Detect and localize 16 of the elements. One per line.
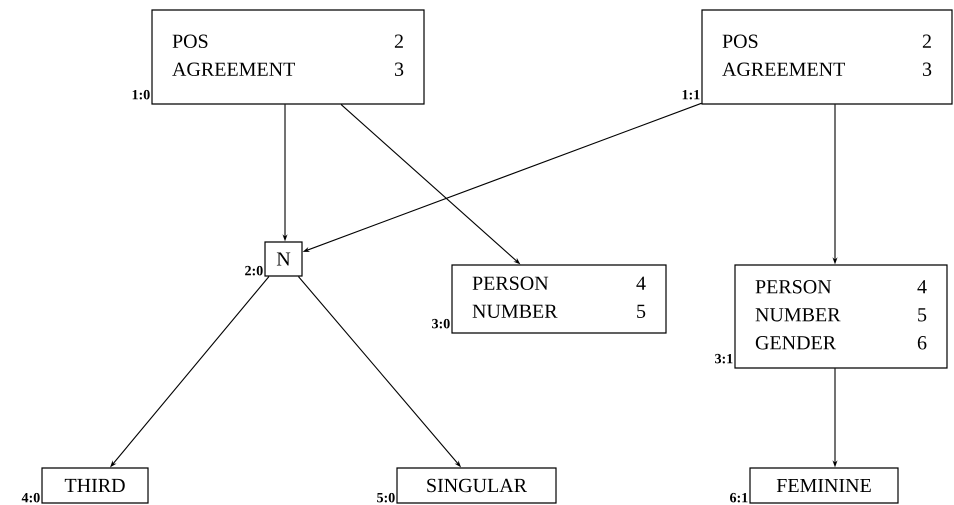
attribute-box: PERSON 4 NUMBER 5 GENDER 6 [734,264,948,369]
node-id-label: 3:1 [715,354,732,364]
value-box: THIRD [41,467,149,504]
node-id-label: 3:0 [432,318,450,328]
value-box: SINGULAR [396,467,557,504]
attribute-box: PERSON 4 NUMBER 5 [451,264,667,334]
node-id-label: 4:0 [22,492,40,502]
node-id-label: 1:1 [682,90,700,100]
node-id-label: 2:0 [245,266,263,276]
value-box: FEMININE [749,467,899,504]
node-id-label: 5:0 [377,492,395,502]
attribute-box: POS 2 AGREEMENT 3 [701,9,953,105]
node-id-label: 1:0 [132,90,150,100]
value-box: N [264,241,303,277]
node-id-label: 6:1 [730,492,748,502]
attribute-box: POS 2 AGREEMENT 3 [151,9,425,105]
